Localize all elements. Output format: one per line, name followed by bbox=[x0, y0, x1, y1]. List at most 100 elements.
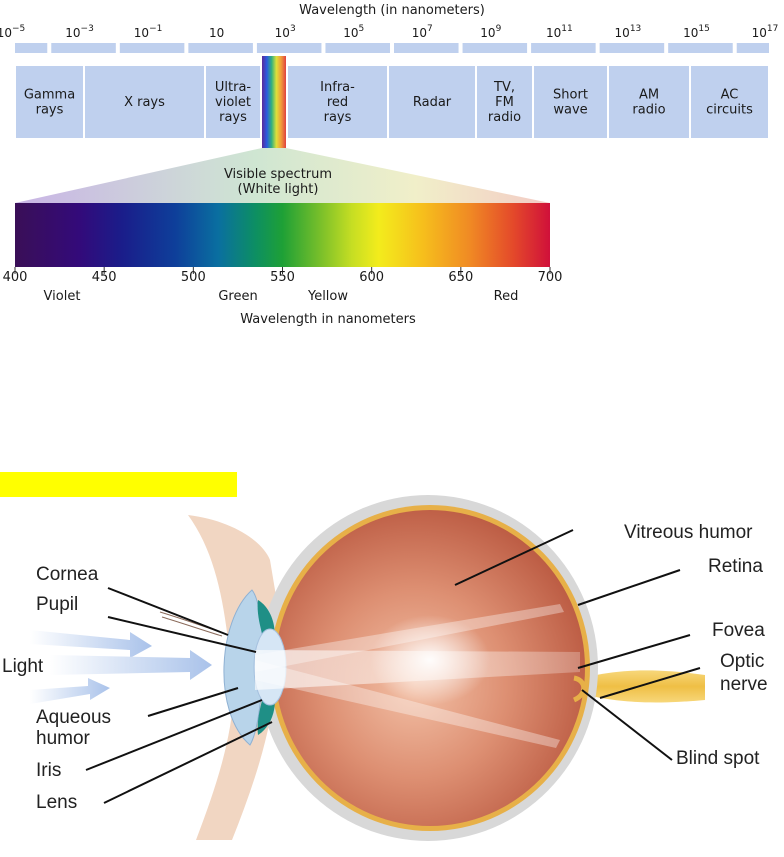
leader-pupil bbox=[107, 616, 257, 653]
label-fovea: Fovea bbox=[712, 620, 765, 641]
label-optic-line1: Optic bbox=[720, 651, 764, 672]
band-am bbox=[609, 66, 689, 138]
label-cornea: Cornea bbox=[36, 564, 99, 585]
label-retina: Retina bbox=[708, 556, 763, 577]
label-blind-spot: Blind spot bbox=[676, 748, 760, 769]
scale-bar-segment bbox=[325, 43, 390, 53]
leader-aqueous bbox=[147, 687, 239, 717]
band-label-xray: X rays bbox=[124, 95, 165, 110]
color-label-yellow: Yellow bbox=[307, 289, 348, 304]
band-label-am: AM bbox=[639, 88, 659, 103]
scale-bar-segment bbox=[256, 43, 322, 53]
band-radar bbox=[389, 66, 475, 138]
band-label-radar: Radar bbox=[413, 95, 452, 110]
color-label-violet: Violet bbox=[44, 289, 81, 304]
scale-tick-label: 107 bbox=[412, 24, 433, 40]
optic-nerve-shape bbox=[580, 670, 705, 703]
band-ac bbox=[691, 66, 768, 138]
eye-diagram: Cornea Pupil Light Aqueous humor Iris Le… bbox=[2, 495, 768, 841]
band-label-shortwave: Short bbox=[553, 88, 588, 103]
visible-tick-label: 400 bbox=[3, 270, 28, 285]
scale-bar-segment bbox=[599, 43, 665, 53]
leader-lines bbox=[85, 529, 701, 804]
label-vitreous: Vitreous humor bbox=[624, 522, 753, 543]
visible-spectrum-bar bbox=[15, 203, 550, 267]
band-shortwave bbox=[534, 66, 607, 138]
scale-tick-label: 103 bbox=[275, 24, 296, 40]
band-label-tvfm: TV, bbox=[493, 80, 515, 95]
band-label-ac: circuits bbox=[706, 103, 753, 118]
visible-tick-label: 550 bbox=[270, 270, 295, 285]
scale-bar-segment bbox=[51, 43, 116, 53]
band-label-am: radio bbox=[632, 103, 665, 118]
blind-spot-shape bbox=[572, 675, 587, 703]
scale-tick-label: 1015 bbox=[683, 24, 710, 40]
band-label-gamma: Gamma bbox=[24, 88, 75, 103]
band-label-uv: Ultra- bbox=[215, 80, 252, 95]
band-label-tvfm: radio bbox=[488, 110, 521, 125]
band-gamma bbox=[16, 66, 83, 138]
leader-iris bbox=[85, 699, 263, 771]
visible-title-line1: Visible spectrum bbox=[224, 167, 332, 182]
scale-bar-segment bbox=[736, 43, 769, 53]
light-beam-lower bbox=[255, 660, 560, 748]
band-label-uv: rays bbox=[219, 110, 247, 125]
spectrum-scale-bar bbox=[15, 43, 769, 53]
spectrum-title: Wavelength (in nanometers) bbox=[299, 3, 485, 18]
label-iris: Iris bbox=[36, 760, 61, 781]
visible-tick-label: 700 bbox=[538, 270, 563, 285]
label-aqueous-line2: humor bbox=[36, 728, 91, 749]
leader-optic bbox=[599, 667, 701, 699]
label-optic-line2: nerve bbox=[720, 674, 768, 695]
visible-strip bbox=[262, 56, 286, 148]
scale-tick-label: 1011 bbox=[546, 24, 573, 40]
light-arrow-bottom bbox=[30, 678, 110, 704]
visible-tick-label: 650 bbox=[448, 270, 473, 285]
band-ir bbox=[288, 66, 387, 138]
leader-cornea bbox=[107, 587, 229, 636]
scale-bar-segment bbox=[394, 43, 459, 53]
band-uv bbox=[206, 66, 260, 138]
scale-bar-segment bbox=[188, 43, 253, 53]
band-label-ac: AC bbox=[721, 88, 739, 103]
leader-retina bbox=[577, 569, 681, 606]
scale-bar-segment bbox=[119, 43, 185, 53]
band-label-gamma: rays bbox=[36, 103, 64, 118]
label-pupil: Pupil bbox=[36, 594, 78, 615]
eyelash bbox=[161, 616, 223, 637]
light-glow bbox=[370, 615, 490, 705]
scale-bar-segment bbox=[531, 43, 596, 53]
leader-fovea bbox=[577, 634, 691, 669]
label-aqueous-line1: Aqueous bbox=[36, 707, 111, 728]
visible-fan bbox=[15, 148, 550, 203]
leader-lens bbox=[103, 721, 273, 804]
band-tvfm bbox=[477, 66, 532, 138]
leader-vitreous bbox=[454, 529, 574, 586]
scale-tick-label: 1017 bbox=[752, 24, 779, 40]
light-arrow-middle bbox=[50, 650, 212, 680]
visible-tick-label: 450 bbox=[92, 270, 117, 285]
band-label-tvfm: FM bbox=[495, 95, 514, 110]
scale-tick-label: 109 bbox=[480, 24, 501, 40]
visible-spectrum-ticks: 400 450 500 550 600 650 700 bbox=[3, 267, 563, 285]
label-light: Light bbox=[2, 656, 44, 677]
leader-blind-spot bbox=[581, 689, 673, 761]
light-arrow-top bbox=[30, 630, 152, 658]
label-lens: Lens bbox=[36, 792, 77, 813]
scale-tick-label: 105 bbox=[343, 24, 364, 40]
band-xray bbox=[85, 66, 204, 138]
scale-tick-label: 10−5 bbox=[0, 24, 25, 40]
visible-tick-label: 500 bbox=[181, 270, 206, 285]
highlight-bar bbox=[0, 472, 237, 497]
visible-tick-label: 600 bbox=[359, 270, 384, 285]
band-label-shortwave: wave bbox=[553, 103, 587, 118]
band-label-ir: rays bbox=[324, 110, 352, 125]
scale-bar-segment bbox=[15, 43, 48, 53]
scale-tick-label: 10 bbox=[209, 26, 224, 40]
band-label-ir: Infra- bbox=[320, 80, 355, 95]
